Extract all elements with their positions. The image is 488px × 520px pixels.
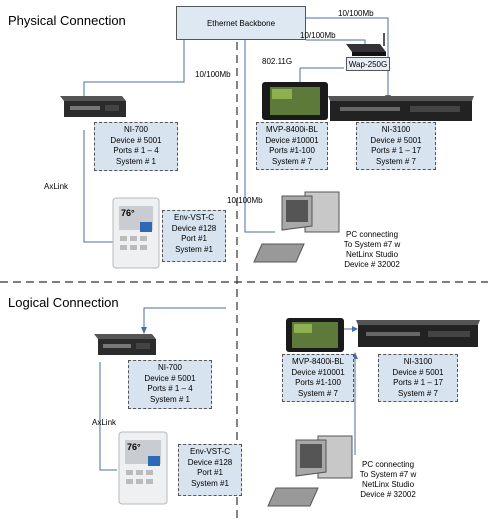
logical-section-title: Logical Connection [8, 295, 119, 310]
thermostat-display: 76° [121, 208, 135, 218]
device-number: Device #10001 [265, 135, 319, 145]
wap-device-icon [346, 33, 386, 56]
device-name: MVP-8400i-BL [291, 357, 345, 366]
arrowhead [141, 327, 147, 334]
device-ports: Ports # 1 – 17 [371, 146, 421, 155]
thermostat-icon [118, 431, 168, 505]
link-backbone-ni700 [83, 40, 185, 98]
env-info-box: Env-VST-C Device #128 Port #1 System #1 [178, 444, 242, 496]
device-ports: Ports #1-100 [295, 378, 341, 387]
ni3100-device-icon [356, 320, 480, 347]
device-system: System # 7 [397, 388, 438, 398]
device-system: System # 7 [271, 156, 312, 166]
link-axlink-phys [83, 130, 113, 243]
pc-line: To System #7 w [343, 240, 401, 249]
device-system: System # 7 [375, 156, 416, 166]
device-ports: Port #1 [181, 234, 207, 243]
axlink-label: AxLink [44, 182, 69, 191]
arrowhead [352, 326, 358, 332]
mvp-touchpanel-icon [262, 82, 328, 120]
pc-description: PC connecting To System #7 w NetLinx Stu… [348, 460, 428, 500]
device-system: System # 1 [149, 394, 190, 404]
ni3100-info-box: NI-3100 Device # 5001 Ports # 1 – 17 Sys… [356, 122, 436, 170]
mvp-info-box: MVP-8400i-BL Device #10001 Ports #1-100 … [282, 354, 354, 402]
link-logical-ni700 [143, 307, 226, 330]
device-name: NI-3100 [381, 125, 411, 134]
link-label: 10/100Mb [300, 31, 336, 40]
device-name: NI-700 [123, 125, 148, 134]
device-number: Device #10001 [291, 367, 345, 377]
thermostat-display: 76° [127, 442, 141, 452]
pc-description: PC connecting To System #7 w NetLinx Stu… [332, 230, 412, 270]
device-number: Device # 5001 [144, 373, 196, 383]
pc-line: To System #7 w [359, 470, 417, 479]
device-ports: Ports # 1 – 4 [113, 146, 159, 155]
device-name: Env-VST-C [189, 447, 230, 456]
link-label: 10/100Mb [227, 196, 263, 205]
link-label: 10/100Mb [338, 9, 374, 18]
link-backbone-wap [306, 39, 366, 45]
link-label: 10/100Mb [195, 70, 231, 79]
wap-label-box: Wap-250G [346, 57, 390, 71]
device-ports: Port #1 [197, 468, 223, 477]
pc-line: NetLinx Studio [361, 480, 415, 489]
device-system: System #1 [191, 478, 229, 488]
link-axlink-logical [99, 362, 117, 471]
pc-line: Device # 32002 [344, 260, 400, 269]
device-name: Env-VST-C [173, 213, 214, 222]
ni700-device-icon [94, 334, 156, 355]
pc-line: PC connecting [345, 230, 399, 239]
ni700-info-box: NI-700 Device # 5001 Ports # 1 – 4 Syste… [94, 122, 178, 171]
pc-line: NetLinx Studio [345, 250, 399, 259]
mvp-info-box: MVP-8400i-BL Device #10001 Ports #1-100 … [256, 122, 328, 170]
pc-line: PC connecting [361, 460, 415, 469]
ni700-info-box: NI-700 Device # 5001 Ports # 1 – 4 Syste… [128, 360, 212, 409]
ni3100-info-box: NI-3100 Device # 5001 Ports # 1 – 17 Sys… [378, 354, 458, 402]
link-backbone-pc [244, 40, 275, 233]
axlink-label: AxLink [92, 418, 117, 427]
env-info-box: Env-VST-C Device #128 Port #1 System #1 [162, 210, 226, 262]
device-number: Device #128 [171, 223, 217, 233]
device-number: Device # 5001 [392, 367, 444, 377]
device-ports: Ports #1-100 [269, 146, 315, 155]
physical-links [83, 17, 389, 243]
device-ports: Ports # 1 – 4 [147, 384, 193, 393]
device-number: Device #128 [187, 457, 233, 467]
ni3100-device-icon [328, 96, 474, 121]
logical-links [99, 307, 356, 471]
ni700-device-icon [60, 96, 126, 117]
device-number: Device # 5001 [370, 135, 422, 145]
device-system: System #1 [175, 244, 213, 254]
pc-icon [253, 191, 340, 263]
device-name: MVP-8400i-BL [265, 125, 319, 134]
device-ports: Ports # 1 – 17 [393, 378, 443, 387]
device-system: System # 1 [115, 156, 156, 166]
link-backbone-ni3100 [306, 17, 389, 98]
physical-section-title: Physical Connection [8, 13, 126, 28]
wifi-label: 802.11G [262, 57, 293, 66]
ethernet-backbone: Ethernet Backbone [176, 6, 306, 40]
device-system: System # 7 [297, 388, 338, 398]
pc-icon [267, 435, 353, 507]
thermostat-icon [112, 197, 160, 269]
device-number: Device # 5001 [110, 135, 162, 145]
mvp-touchpanel-icon [286, 318, 344, 352]
device-name: NI-3100 [403, 357, 433, 366]
device-name: NI-700 [157, 363, 182, 372]
pc-line: Device # 32002 [360, 490, 416, 499]
